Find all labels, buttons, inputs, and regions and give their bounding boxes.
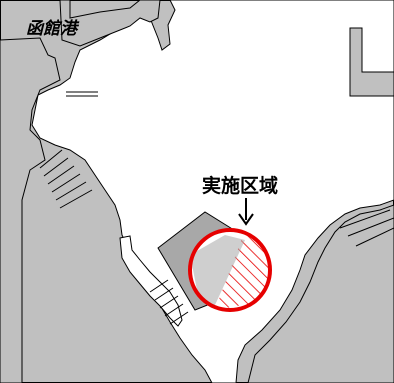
- east-quay: [349, 27, 394, 97]
- target-ring: [188, 228, 272, 312]
- pier-hatch: [149, 279, 189, 325]
- map-title: 函館港: [26, 19, 80, 39]
- target-area: [188, 228, 272, 312]
- slipway-lines: [39, 91, 98, 209]
- southeast-land: [247, 204, 394, 383]
- north-pier: [59, 0, 161, 47]
- target-area-label: 実施区域: [202, 174, 278, 197]
- target-arrow: [238, 198, 254, 226]
- left-landmass: [0, 37, 61, 383]
- rail-lines: [339, 209, 394, 247]
